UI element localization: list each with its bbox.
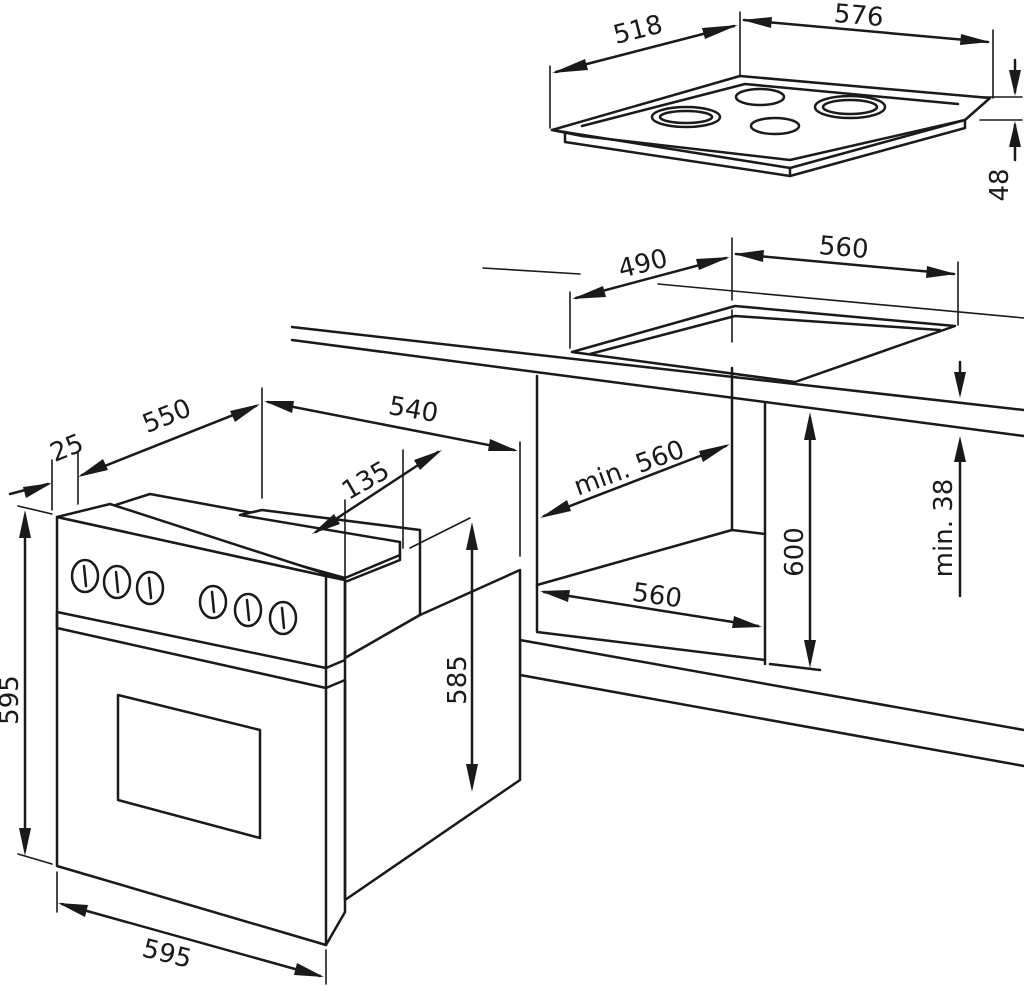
dim-hob-height: 48 bbox=[985, 168, 1015, 201]
control-knob bbox=[102, 564, 132, 600]
dim-oven-body-width: 540 bbox=[386, 391, 440, 429]
burner bbox=[813, 94, 887, 120]
oven-dimensions bbox=[8, 387, 521, 985]
burner bbox=[749, 116, 801, 136]
dim-oven-body-height: 585 bbox=[443, 655, 473, 705]
cutout-dimensions bbox=[569, 237, 959, 349]
hob-dimensions bbox=[549, 11, 1023, 162]
dim-cutout-depth: 490 bbox=[615, 244, 670, 285]
oven bbox=[55, 492, 522, 947]
dim-cabinet-height: 600 bbox=[780, 527, 810, 577]
hob bbox=[550, 74, 992, 178]
control-knob bbox=[233, 592, 263, 628]
dim-cabinet-width: 560 bbox=[630, 578, 683, 615]
dim-cabinet-depth: min. 560 bbox=[570, 435, 689, 503]
dim-worktop-thickness: min. 38 bbox=[929, 479, 959, 578]
worktop bbox=[290, 267, 1024, 438]
oven-window bbox=[116, 693, 262, 840]
control-knob bbox=[198, 584, 228, 620]
worktop-cutout bbox=[570, 304, 957, 384]
control-knob bbox=[70, 558, 100, 594]
control-knob bbox=[135, 570, 165, 606]
control-knob bbox=[268, 600, 298, 636]
burner bbox=[734, 87, 786, 107]
dim-oven-height: 595 bbox=[0, 675, 25, 725]
dim-cutout-width: 560 bbox=[818, 231, 870, 265]
cabinet-dimensions bbox=[540, 360, 966, 668]
dim-hob-width: 576 bbox=[833, 0, 885, 33]
burner bbox=[650, 105, 722, 129]
